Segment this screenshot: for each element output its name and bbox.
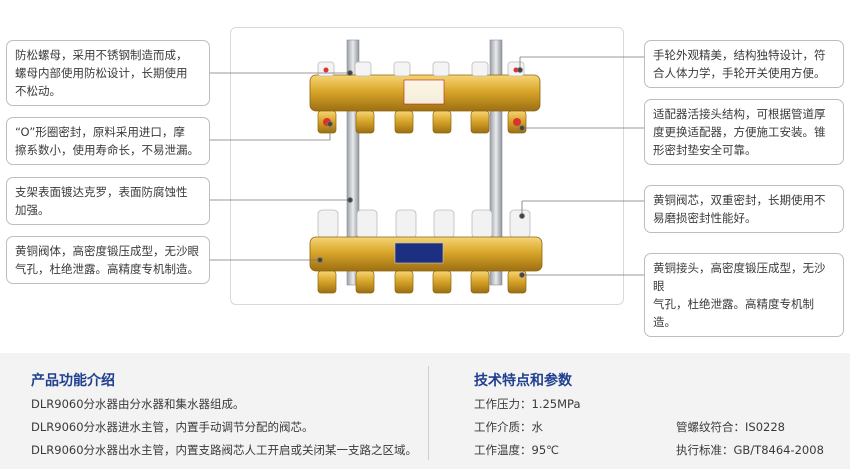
spec-pressure: 工作压力：1.25MPa (474, 397, 581, 411)
product-function-line-2: DLR9060分水器进水主管，内置手动调节分配的阀芯。 (31, 420, 314, 434)
info-divider (428, 366, 429, 460)
tech-specs-title: 技术特点和参数 (474, 373, 572, 389)
callout-brass-core: 黄铜阀芯，双重密封，长期使用不 易磨损密封性能好。 (644, 185, 844, 233)
spec-standard: 执行标准：GB/T8464-2008 (676, 443, 824, 457)
info-panel (0, 353, 850, 469)
spec-thread: 管螺纹符合：IS0228 (676, 420, 785, 434)
callout-brass-fitting: 黄铜接头，高密度锻压成型，无沙眼 气孔，杜绝泄露。高精度专机制造。 (644, 253, 844, 337)
callout-adapter: 适配器活接头结构，可根据管道厚 度更换适配器，方便施工安装。锥 形密封垫安全可靠… (644, 99, 844, 165)
callout-handwheel: 手轮外观精美，结构独特设计，符 合人体力学，手轮开关使用方便。 (644, 40, 844, 88)
callout-brass-body: 黄铜阀体，高密度锻压成型，无沙眼 气孔，杜绝泄露。高精度专机制造。 (6, 236, 210, 284)
spec-temperature: 工作温度：95℃ (474, 443, 560, 457)
product-function-line-3: DLR9060分水器出水主管，内置支路阀芯人工开启或关闭某一支路之区域。 (31, 443, 418, 457)
callout-o-ring: “O”形圈密封，原料采用进口，摩 擦系数小，使用寿命长，不易泄漏。 (6, 117, 210, 165)
product-function-line-1: DLR9060分水器由分水器和集水器组成。 (31, 397, 245, 411)
spec-medium: 工作介质：水 (474, 420, 543, 434)
callout-lock-nut: 防松螺母，采用不锈钢制造而成， 螺母内部使用防松设计，长期使用 不松动。 (6, 40, 210, 106)
product-photo-frame (230, 27, 624, 305)
product-function-title: 产品功能介绍 (31, 373, 115, 389)
callout-bracket: 支架表面镀达克罗，表面防腐蚀性 加强。 (6, 177, 210, 225)
